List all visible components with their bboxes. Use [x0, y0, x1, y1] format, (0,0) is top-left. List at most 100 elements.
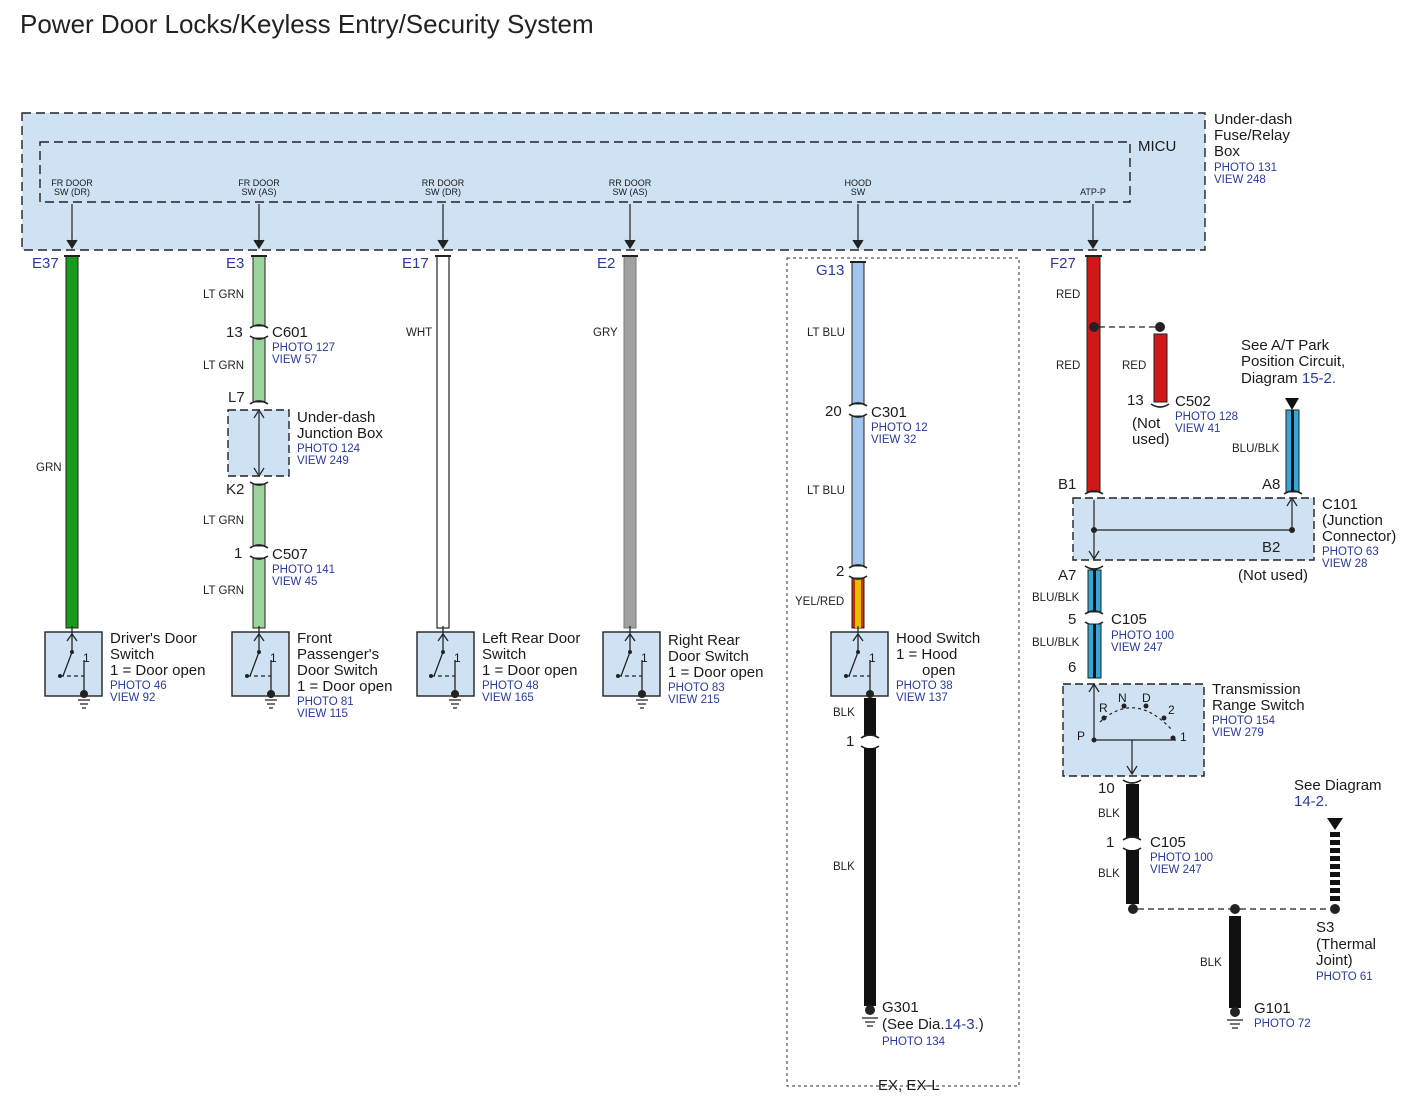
- c502-name: C502: [1175, 393, 1211, 410]
- c105b-pin2: 1: [1106, 834, 1114, 851]
- wire-red-1: RED: [1056, 289, 1080, 301]
- terminal-rr-as-1: RR DOOR: [609, 178, 652, 188]
- c101-a7: A7: [1058, 567, 1076, 584]
- wire-blublk-2: BLU/BLK: [1032, 592, 1080, 604]
- c301-name: C301: [871, 404, 907, 421]
- fp-switch-photo: PHOTO 81: [297, 696, 354, 708]
- fuse-box-view: VIEW 248: [1214, 174, 1266, 186]
- circuit-right-rear: GRY 1 Right Rear Door Switch 1 = Door op…: [593, 255, 764, 709]
- pin-e17: E17: [402, 255, 429, 272]
- pin-e37: E37: [32, 255, 59, 272]
- hood-switch-view: VIEW 137: [896, 692, 948, 704]
- c101-not-used: (Not used): [1238, 567, 1308, 584]
- option-label: EX, EX-L: [878, 1077, 940, 1094]
- pin-f27: F27: [1050, 255, 1076, 272]
- jb-pin-bottom: K2: [226, 481, 244, 498]
- driver-switch-state: 1 = Door open: [110, 662, 206, 679]
- trs-photo: PHOTO 154: [1212, 715, 1276, 727]
- trs-view: VIEW 279: [1212, 727, 1264, 739]
- wire-grn-label: GRN: [36, 462, 62, 474]
- fp-switch-view: VIEW 115: [297, 708, 348, 720]
- pin-g13: G13: [816, 262, 844, 279]
- trs-pos-n: N: [1118, 691, 1127, 705]
- trs-name-2: Range Switch: [1212, 697, 1305, 714]
- c105b-pin1: 10: [1098, 780, 1115, 797]
- fuse-box-photo: PHOTO 131: [1214, 162, 1277, 174]
- wire-ltblu-2: LT BLU: [807, 485, 845, 497]
- s3-name-1: S3: [1316, 919, 1334, 936]
- c101-b2: B2: [1262, 539, 1280, 556]
- hood-switch-pos: 1: [869, 651, 876, 665]
- c507-name: C507: [272, 546, 308, 563]
- terminal-rr-as-2: SW (AS): [613, 187, 648, 197]
- c502-pin: 13: [1127, 392, 1144, 409]
- terminal-fr-dr-1: FR DOOR: [51, 178, 93, 188]
- terminal-fr-dr-2: SW (DR): [54, 187, 90, 197]
- driver-switch-photo: PHOTO 46: [110, 680, 167, 692]
- c101-view: VIEW 28: [1322, 558, 1367, 570]
- see-diagram-text: See Diagram: [1294, 777, 1382, 794]
- trs-pos-r: R: [1099, 701, 1108, 715]
- c101-b1: B1: [1058, 476, 1076, 493]
- jb-view: VIEW 249: [297, 455, 349, 467]
- jb-name-1: Under-dash: [297, 409, 375, 426]
- see-diagram-link[interactable]: 14-2.: [1294, 793, 1328, 810]
- g301-name: G301: [882, 999, 919, 1016]
- wire-gry-label: GRY: [593, 327, 618, 339]
- wire-ltgrn-2: LT GRN: [203, 360, 244, 372]
- c301-view: VIEW 32: [871, 434, 916, 446]
- terminal-fr-as-2: SW (AS): [242, 187, 277, 197]
- at-park-link[interactable]: 15-2.: [1302, 370, 1336, 387]
- jb-name-2: Junction Box: [297, 425, 383, 442]
- wire-blublk-3: BLU/BLK: [1032, 637, 1080, 649]
- g301-see-link[interactable]: 14-3.: [945, 1016, 979, 1033]
- terminal-fr-as-1: FR DOOR: [238, 178, 280, 188]
- c105a-pin1: 5: [1068, 611, 1076, 628]
- at-park-1: See A/T Park: [1241, 337, 1330, 354]
- g301-see-close: ): [979, 1016, 984, 1033]
- driver-switch-view: VIEW 92: [110, 692, 155, 704]
- wire-wht-label: WHT: [406, 327, 432, 339]
- c601-pin: 13: [226, 324, 243, 341]
- jb-photo: PHOTO 124: [297, 443, 361, 455]
- driver-switch-name-2: Switch: [110, 646, 154, 663]
- c507-photo: PHOTO 141: [272, 564, 335, 576]
- wire-red-3: RED: [1122, 360, 1146, 372]
- c601-name: C601: [272, 324, 308, 341]
- c105a-name: C105: [1111, 611, 1147, 628]
- c101-name-2: (Junction: [1322, 512, 1383, 529]
- micu-terminals: FR DOOR SW (DR) FR DOOR SW (AS) RR DOOR …: [51, 178, 1106, 197]
- fuse-box-label-1: Under-dash: [1214, 111, 1292, 128]
- micu-box: [39, 141, 1131, 203]
- fuse-box-label-2: Fuse/Relay: [1214, 127, 1290, 144]
- at-park-2: Position Circuit,: [1241, 353, 1345, 370]
- g301-see-text: (See Dia.: [882, 1016, 945, 1033]
- lr-switch-view: VIEW 165: [482, 692, 534, 704]
- c507-view: VIEW 45: [272, 576, 317, 588]
- c101-photo: PHOTO 63: [1322, 546, 1379, 558]
- wire-ltblu-1: LT BLU: [807, 327, 845, 339]
- c601-view: VIEW 57: [272, 354, 317, 366]
- wire-blk-trs-1: BLK: [1098, 808, 1120, 820]
- wire-blk-hood-1: BLK: [833, 707, 855, 719]
- hood-switch-name-3: open: [922, 662, 955, 679]
- pin-e2: E2: [597, 255, 615, 272]
- trs-name-1: Transmission: [1212, 681, 1301, 698]
- fp-switch-name-2: Passenger's: [297, 646, 379, 663]
- hood-blk-pin: 1: [846, 733, 854, 750]
- trs-pos-1: 1: [1180, 730, 1187, 744]
- s3-name-2: (Thermal: [1316, 936, 1376, 953]
- c507-pin: 1: [234, 545, 242, 562]
- rr-switch-name-1: Right Rear: [668, 632, 740, 649]
- rr-switch-photo: PHOTO 83: [668, 682, 725, 694]
- wire-ltgrn-3: LT GRN: [203, 515, 244, 527]
- c101-name-1: C101: [1322, 496, 1358, 513]
- trs-pos-p: P: [1077, 729, 1085, 743]
- rr-switch-name-2: Door Switch: [668, 648, 749, 665]
- lr-switch-photo: PHOTO 48: [482, 680, 539, 692]
- terminal-hood-2: SW: [851, 187, 866, 197]
- wire-blk-trs-2: BLK: [1098, 868, 1120, 880]
- fp-switch-pos: 1: [270, 651, 277, 665]
- rr-switch-state: 1 = Door open: [668, 664, 764, 681]
- s3-name-3: Joint): [1316, 952, 1353, 969]
